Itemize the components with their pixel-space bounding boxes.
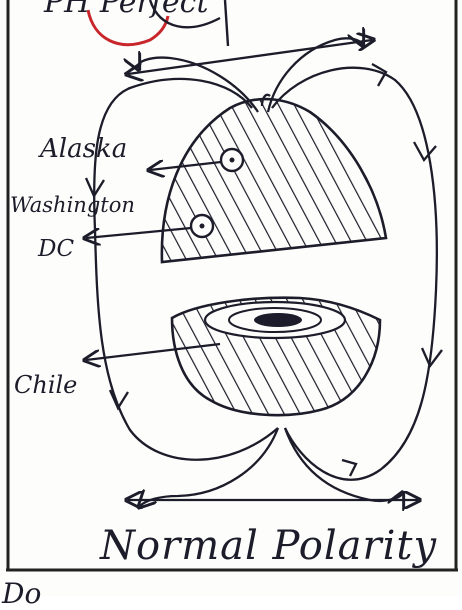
label-chile: Chile [14,373,77,397]
polarity-diagram [0,0,462,596]
arrow-right-2 [414,142,436,160]
notebook-page: PH Perfect Alaska Washington DC Chile No… [0,0,462,596]
top-cut-text: PH Perfect [44,0,209,18]
label-dc: DC [38,238,74,261]
field-line-bottom-right [285,428,402,501]
lower-hemisphere [172,298,380,415]
field-line-bottom-left [140,428,278,506]
arrow-bottom-right [342,460,356,476]
diagram-title: Normal Polarity [100,526,437,566]
bottom-cut-text: Do [2,580,41,608]
upper-hemisphere [162,99,386,262]
arrow-right-1 [372,64,386,86]
label-washington: Washington [10,195,135,216]
core-center [254,313,302,327]
label-alaska: Alaska [40,136,127,162]
